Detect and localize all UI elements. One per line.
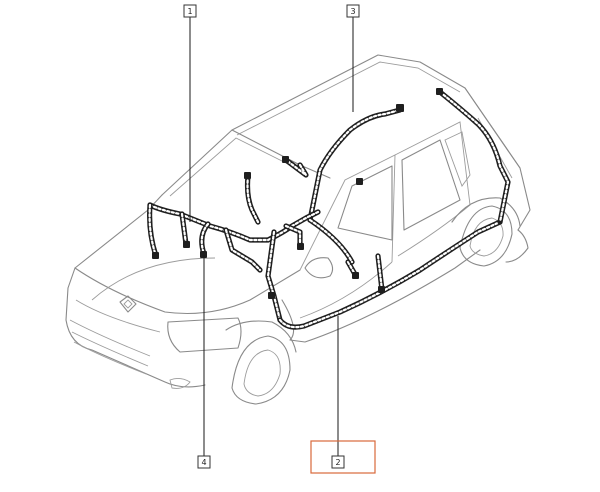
car-body-outline [65, 54, 531, 405]
callout-1-label: 1 [187, 7, 192, 16]
callout-2[interactable]: 2 [310, 440, 376, 474]
callout-1[interactable]: 1 [183, 4, 197, 18]
harness-roof [283, 107, 403, 223]
callout-4-label: 4 [201, 458, 206, 467]
harness-connectors [152, 88, 443, 299]
wiring-harness-paths [147, 88, 511, 330]
leader-lines [189, 16, 354, 456]
callout-2-highlight [310, 440, 376, 474]
callout-2-label: 2 [335, 458, 340, 467]
harness-dashboard [147, 173, 321, 323]
callout-4[interactable]: 4 [197, 455, 211, 469]
callout-3-label: 3 [350, 7, 355, 16]
callout-3[interactable]: 3 [346, 4, 360, 18]
